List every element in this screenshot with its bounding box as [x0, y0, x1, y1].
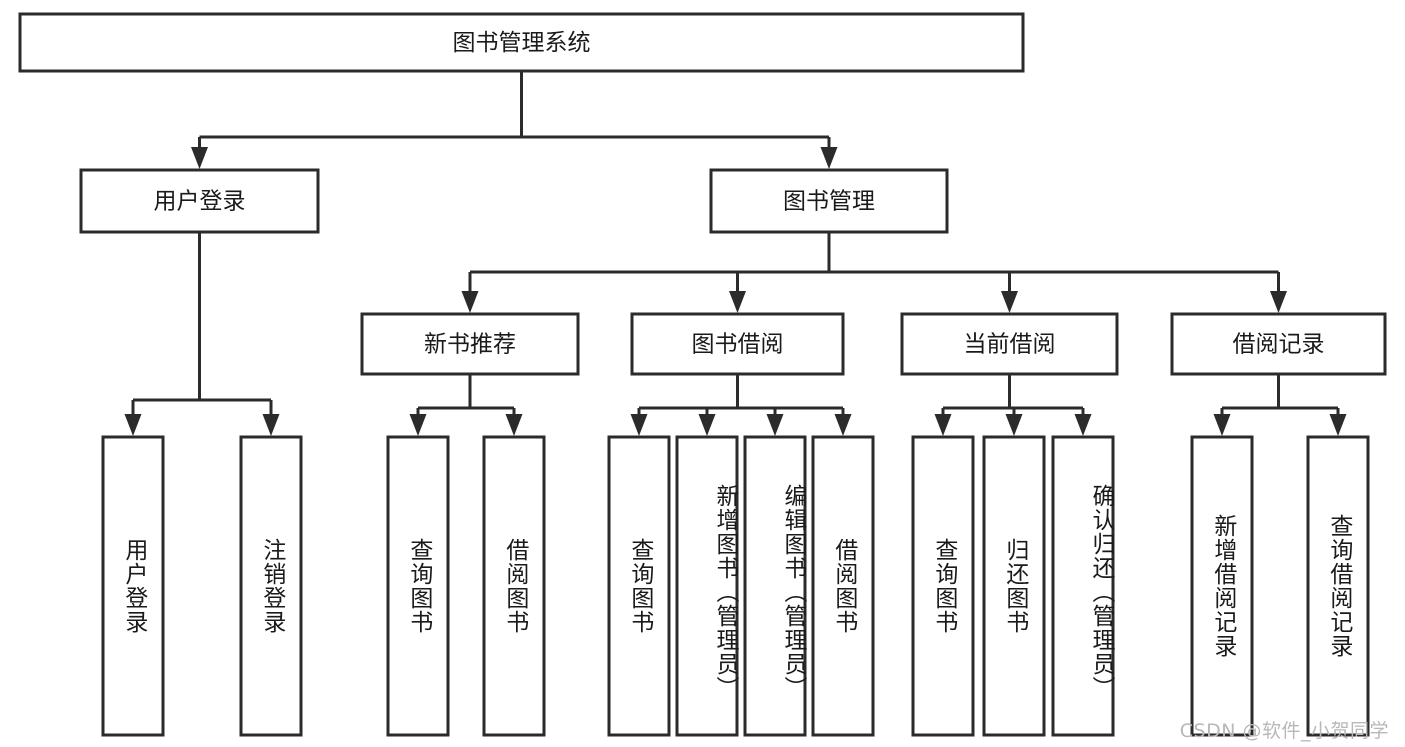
node-box-root[interactable] [18, 12, 1025, 73]
node-box-leaf_borrow_book_2[interactable] [811, 435, 875, 737]
node-box-book_borrow[interactable] [630, 312, 845, 376]
node-box-leaf_query_book_2[interactable] [607, 435, 671, 737]
node-box-leaf_confirm_return[interactable] [1051, 435, 1115, 737]
watermark-text: CSDN @软件_小贺同学 [1179, 720, 1389, 742]
node-label-current_borrow: 当前借阅 [964, 332, 1056, 358]
node-box-leaf_query_book_1[interactable] [386, 435, 450, 737]
node-box-new_book_rec[interactable] [360, 312, 580, 376]
node-box-leaf_add_book[interactable] [675, 435, 739, 737]
node-box-leaf_query_record[interactable] [1306, 435, 1370, 737]
node-box-leaf_logout[interactable] [239, 435, 303, 737]
node-box-leaf_user_login[interactable] [101, 435, 165, 737]
node-box-leaf_borrow_book_1[interactable] [482, 435, 546, 737]
node-label-borrow_record: 借阅记录 [1233, 332, 1325, 358]
node-box-leaf_edit_book[interactable] [743, 435, 807, 737]
node-box-leaf_return_book[interactable] [982, 435, 1046, 737]
node-label-new_book_rec: 新书推荐 [424, 332, 516, 358]
node-box-leaf_add_record[interactable] [1190, 435, 1254, 737]
node-box-user_login[interactable] [79, 168, 320, 234]
node-box-layer [18, 12, 1387, 737]
node-label-book_manage: 图书管理 [783, 189, 875, 215]
node-box-leaf_query_book_3[interactable] [911, 435, 975, 737]
node-label-user_login: 用户登录 [154, 189, 246, 215]
node-box-book_manage[interactable] [709, 168, 949, 234]
node-label-book_borrow: 图书借阅 [692, 332, 784, 358]
connector-layer [124, 71, 1347, 436]
node-label-root: 图书管理系统 [453, 30, 591, 56]
node-box-current_borrow[interactable] [900, 312, 1119, 376]
node-box-borrow_record[interactable] [1170, 312, 1387, 376]
